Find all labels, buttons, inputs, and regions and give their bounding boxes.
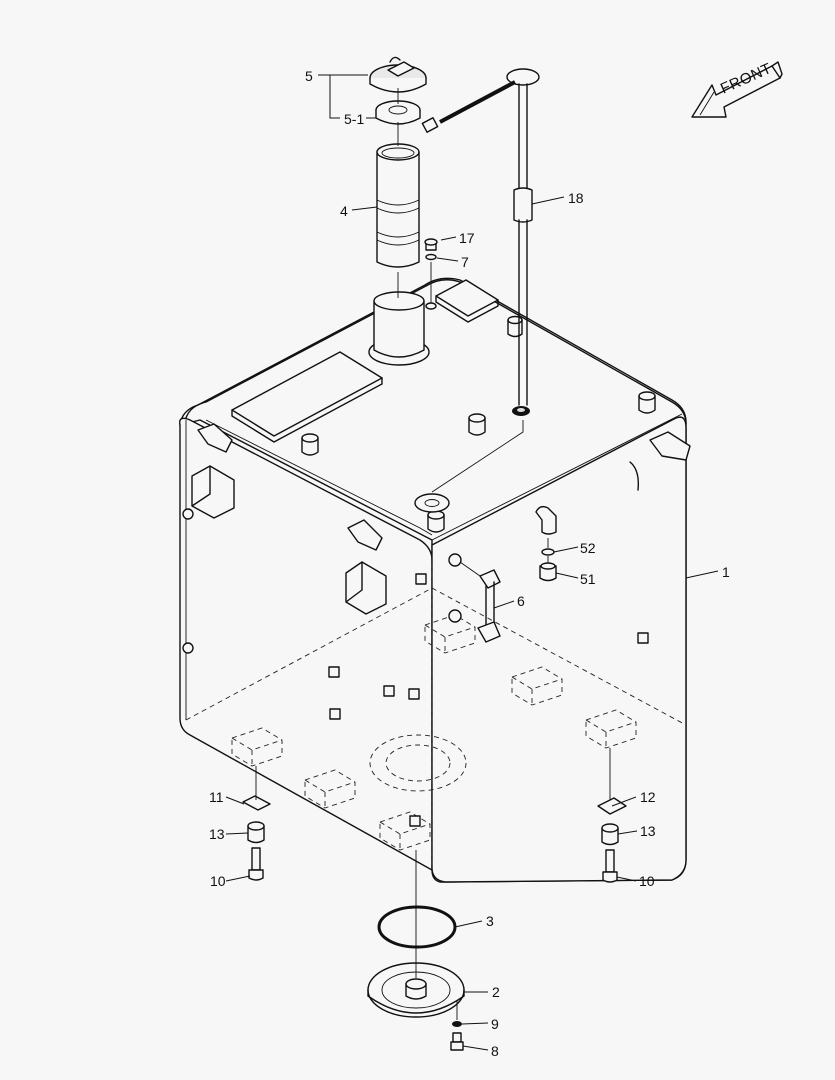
callout-11: 11: [209, 789, 224, 805]
callout-4: 4: [340, 203, 348, 219]
callout-13-left: 13: [209, 826, 225, 842]
sight-gauge: [459, 561, 501, 643]
bottom-flange: [367, 962, 465, 1018]
tank-body: [179, 277, 691, 883]
callout-10-right: 10: [639, 873, 655, 889]
callout-51: 51: [580, 571, 596, 587]
callout-12: 12: [640, 789, 656, 805]
filler-pipe: [376, 143, 420, 268]
callout-9: 9: [491, 1016, 499, 1032]
callout-2: 2: [492, 984, 500, 1000]
fuel-cap: [369, 56, 427, 93]
o-ring: [377, 905, 457, 949]
drain-fittings: [535, 505, 557, 582]
flange-bolt: [450, 1021, 464, 1051]
callout-1: 1: [722, 564, 730, 580]
callout-52: 52: [580, 540, 596, 556]
callout-17: 17: [459, 230, 475, 246]
callout-3: 3: [486, 913, 494, 929]
cap-adapter-ring: [375, 100, 421, 125]
callout-18: 18: [568, 190, 584, 206]
front-arrow-icon: [691, 61, 783, 118]
callout-13-right: 13: [640, 823, 656, 839]
callout-6: 6: [517, 593, 525, 609]
callout-5-1: 5-1: [344, 111, 365, 127]
filler-neck-base: [368, 291, 430, 366]
mount-left: [242, 795, 271, 881]
callout-7: 7: [461, 254, 469, 270]
callout-8: 8: [491, 1043, 499, 1059]
callout-10-left: 10: [210, 873, 226, 889]
callout-5: 5: [305, 68, 313, 84]
fuel-level-sender: [421, 68, 540, 406]
